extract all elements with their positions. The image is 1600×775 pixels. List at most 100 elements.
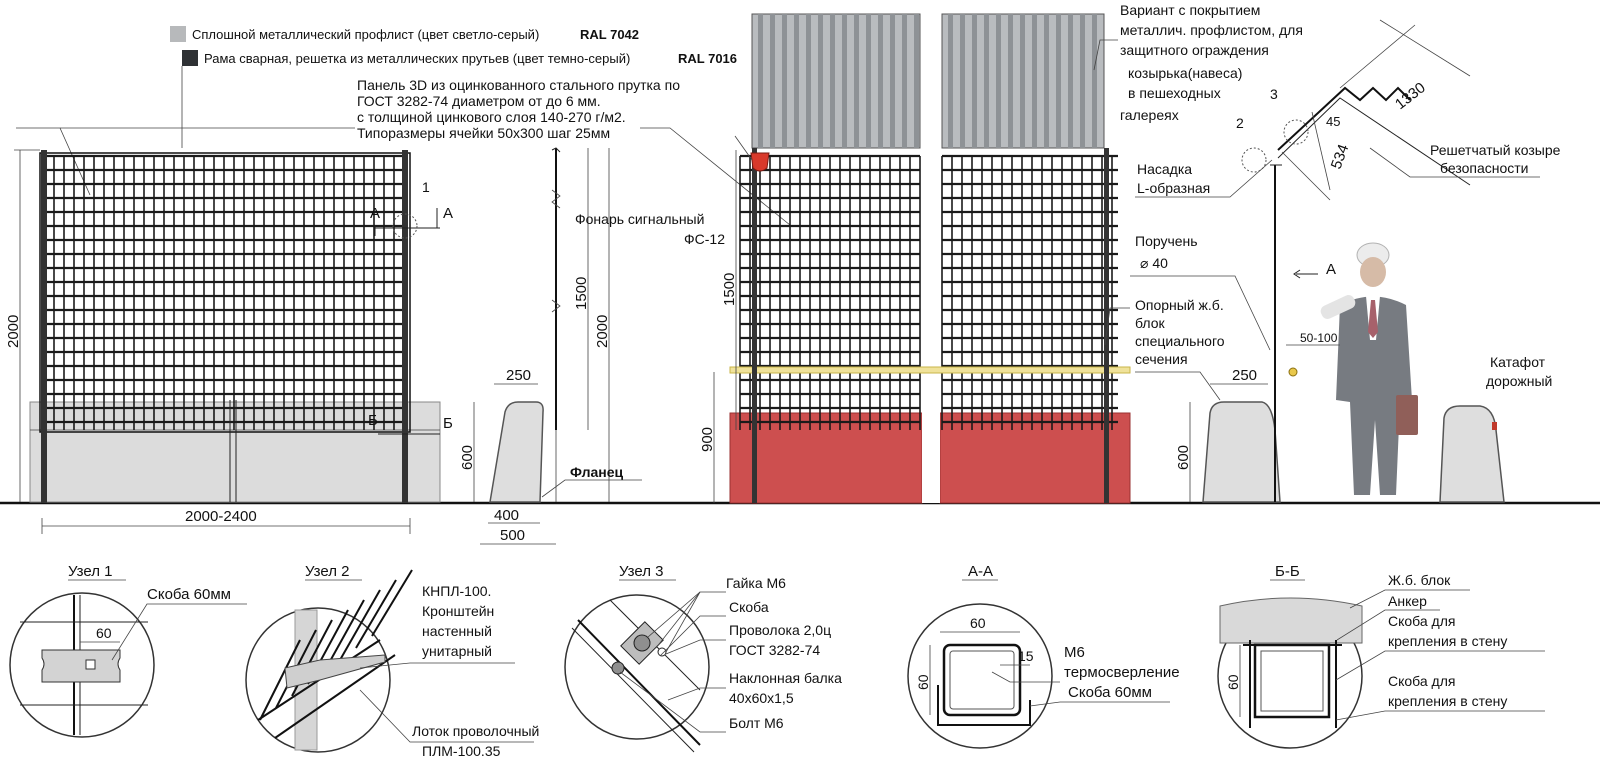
panel-desc-line-3: с толщиной цинкового слоя 140-270 г/м2. <box>357 109 626 125</box>
node-2-number: 2 <box>1236 115 1244 131</box>
section-b-clip-2a: Скоба для <box>1388 673 1455 689</box>
node-3-item-1: Гайка М6 <box>726 575 786 591</box>
section-a-title: А-А <box>968 563 993 580</box>
detail-section-a: А-А 60 60 15 М6 термосверление Скоба 60м… <box>907 563 1180 749</box>
dim-side-1500: 1500 <box>573 277 590 310</box>
catafot-block <box>1439 405 1505 503</box>
section-a-m6: М6 <box>1064 644 1085 661</box>
mark-a-left-2: А <box>443 205 453 222</box>
node-3-item-7: Болт М6 <box>729 715 784 731</box>
label-visor-2: безопасности <box>1440 160 1529 176</box>
dim-50-100: 50-100 <box>1300 331 1338 345</box>
label-visor-1: Решетчатый козыре <box>1430 142 1561 158</box>
section-b-clip-1b: крепления в стену <box>1388 633 1507 649</box>
variant-note-5: в пешеходных <box>1128 85 1221 101</box>
label-catafot-2: дорожный <box>1486 373 1552 389</box>
side-profile: 600 250 400 500 1500 2000 Фланец <box>459 147 642 545</box>
legend-dark-code: RAL 7016 <box>678 51 737 66</box>
node-1-dim: 60 <box>96 625 112 641</box>
panel-desc-line-1: Панель 3D из оцинкованного стального пру… <box>357 77 680 93</box>
node-2-tray-2: ПЛМ-100.35 <box>422 743 501 759</box>
node-2-line-4: унитарный <box>422 643 492 659</box>
left-mesh <box>43 154 406 430</box>
node-3-item-4: ГОСТ 3282-74 <box>729 642 820 658</box>
left-concrete-base <box>29 401 441 503</box>
center-post-2 <box>1104 148 1109 503</box>
variant-note-4: козырька(навеса) <box>1128 65 1242 81</box>
section-b-anchor: Анкер <box>1388 593 1427 609</box>
section-b-block: Ж.б. блок <box>1388 572 1451 588</box>
dim-side-400: 400 <box>494 507 519 524</box>
node-2-line-3: настенный <box>422 623 492 639</box>
node-2-tray-1: Лоток проволочный <box>412 723 539 739</box>
mark-b-left-2: Б <box>443 415 453 432</box>
node-3-number: 3 <box>1270 86 1278 102</box>
mark-a-left-1: А <box>370 205 380 222</box>
section-b-title: Б-Б <box>1275 563 1300 580</box>
dim-side-500: 500 <box>500 527 525 544</box>
variant-note-6: галереях <box>1120 107 1179 123</box>
mark-b-left-1: Б <box>368 412 378 429</box>
node-3-title: Узел 3 <box>619 563 664 580</box>
legend-light-text: Сплошной металлический профлист (цвет св… <box>192 27 539 42</box>
detail-node-3: Узел 3 Гайка М6 Скоба Проволока 2,0ц ГОС… <box>564 563 842 753</box>
center-mesh <box>739 154 1118 430</box>
legend-light-code: RAL 7042 <box>580 27 639 42</box>
section-b-clip-2b: крепления в стену <box>1388 693 1507 709</box>
section-b-clip-1a: Скоба для <box>1388 613 1455 629</box>
label-lantern-1: Фонарь сигнальный <box>575 211 704 227</box>
node-3-item-5: Наклонная балка <box>729 670 842 686</box>
label-block-1: Опорный ж.б. <box>1135 297 1224 313</box>
node-2-line-1: КНПЛ-100. <box>422 583 491 599</box>
legend-swatch-light <box>170 26 186 42</box>
label-rail-2: ⌀ 40 <box>1140 255 1168 271</box>
right-canopy-section: 600 250 1330 534 45 2 3 Насадка L-образн… <box>1135 19 1561 503</box>
panel-desc-line-4: Типоразмеры ячейки 50х300 шаг 25мм <box>357 125 610 141</box>
label-flange: Фланец <box>570 464 624 480</box>
node-3-callout <box>1283 119 1309 145</box>
left-post-2 <box>402 150 408 503</box>
dim-2000-2400: 2000-2400 <box>185 508 257 525</box>
label-lantern-2: ФС-12 <box>684 231 725 247</box>
variant-note-1: Вариант с покрытием <box>1120 2 1260 18</box>
node-3-item-3: Проволока 2,0ц <box>729 622 831 638</box>
node-1-number: 1 <box>422 179 430 195</box>
profile-sheets <box>751 13 1105 149</box>
node-1-title: Узел 1 <box>68 563 113 580</box>
dim-center-1500: 1500 <box>721 273 738 306</box>
detail-node-2: Узел 2 КНПЛ-100. Кронштейн настенный уни… <box>245 563 539 759</box>
wire-tray <box>257 569 413 739</box>
section-b-concrete <box>1219 597 1363 644</box>
variant-note-2: металлич. профлистом, для <box>1120 22 1303 38</box>
dim-534: 534 <box>1328 142 1353 171</box>
panel-description: Панель 3D из оцинкованного стального пру… <box>16 77 791 226</box>
legend-dark-text: Рама сварная, решетка из металлических п… <box>204 51 630 66</box>
dim-side-600: 600 <box>459 445 476 470</box>
label-block-2: блок <box>1135 315 1166 331</box>
section-a-dim-60a: 60 <box>970 615 986 631</box>
engineer-figure <box>1320 242 1418 495</box>
node-1-label: Скоба 60мм <box>147 586 231 603</box>
label-nozzle-2: L-образная <box>1137 180 1210 196</box>
node-2-line-2: Кронштейн <box>422 603 494 619</box>
label-rail-1: Поручень <box>1135 233 1198 249</box>
center-post-1 <box>752 148 757 503</box>
dim-right-600: 600 <box>1175 445 1192 470</box>
dim-side-2000: 2000 <box>594 315 611 348</box>
section-b-dim-60: 60 <box>1225 674 1241 690</box>
label-block-3: специального <box>1135 333 1225 349</box>
variant-note-3: защитного ограждения <box>1120 42 1269 58</box>
node-2-callout <box>1241 147 1267 173</box>
right-block <box>1202 401 1281 503</box>
node-3-item-2: Скоба <box>729 599 769 615</box>
dim-center-900: 900 <box>699 427 716 452</box>
node-1-callout <box>392 213 418 239</box>
detail-node-1: Узел 1 60 Скоба 60мм <box>9 563 247 738</box>
dim-45: 45 <box>1326 114 1340 129</box>
red-block-left <box>729 412 923 504</box>
dim-1330: 1330 <box>1392 79 1429 113</box>
dim-right-250: 250 <box>1232 367 1257 384</box>
node-2-title: Узел 2 <box>305 563 350 580</box>
